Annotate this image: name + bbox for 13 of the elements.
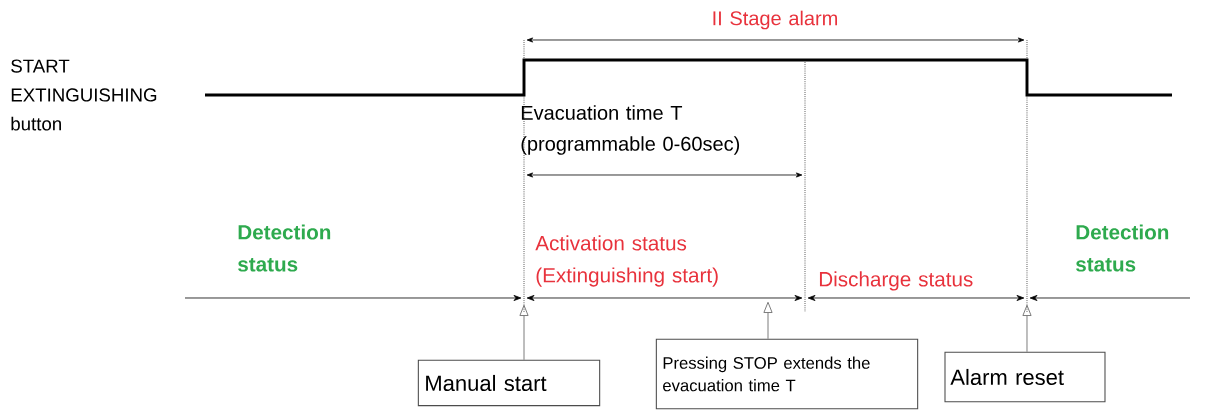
text-box: Alarm reset — [944, 351, 1106, 403]
annotation-text: Detection status — [238, 224, 331, 272]
leader-arrow — [1022, 304, 1032, 353]
text-box: Manual start — [417, 359, 601, 407]
annotation-text: II Stage alarm — [713, 10, 837, 30]
annotation-text: Activation status (Extinguishing start) — [535, 235, 718, 287]
annotation-text: Detection status — [1076, 224, 1169, 272]
annotation-text: Evacuation time T (programmable 0-60sec) — [521, 105, 740, 155]
leader-arrow — [763, 301, 773, 340]
leader-arrow — [519, 304, 529, 361]
annotation-text: Discharge status — [819, 271, 973, 291]
annotation-text: START EXTINGUISHING button — [11, 59, 157, 131]
text-box: Pressing STOP extends the evacuation time T — [655, 338, 919, 410]
